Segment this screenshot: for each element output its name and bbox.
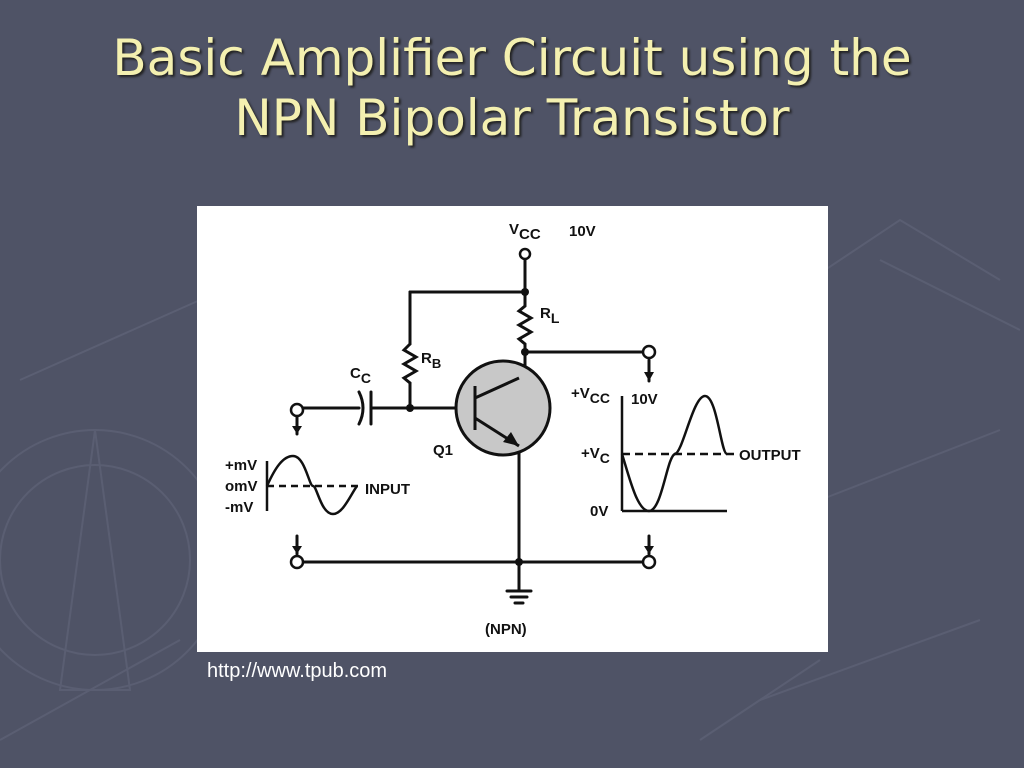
arrow-down-icon [292, 426, 302, 434]
out-vcc-value: 10V [631, 391, 658, 408]
emitter-arrow-icon [503, 432, 519, 446]
rb-label: RB [421, 350, 441, 371]
output-label: OUTPUT [739, 447, 801, 464]
title-line-2: NPN Bipolar Transistor [234, 89, 790, 147]
input-waveform [265, 454, 359, 516]
junction-dot [521, 288, 529, 296]
arrow-down-icon [644, 546, 654, 554]
input-plus-label: +mV [225, 457, 257, 474]
q1-label: Q1 [433, 442, 453, 459]
rl-resistor [516, 290, 534, 356]
input-minus-label: -mV [225, 499, 253, 516]
rb-resistor [401, 342, 419, 385]
out-vcc-label: +VCC [571, 385, 610, 406]
input-terminal [289, 402, 305, 418]
title-line-1: Basic Amplifier Circuit using the [112, 29, 912, 87]
transistor-body [454, 359, 552, 457]
input-ground-terminal [289, 554, 305, 570]
out-vc-label: +VC [581, 445, 610, 466]
arrow-down-icon [292, 546, 302, 554]
transistor-collector [474, 376, 520, 400]
vcc-value: 10V [569, 223, 596, 240]
arrow-down-icon [644, 372, 654, 381]
rl-label: RL [540, 305, 560, 326]
junction-dot [515, 558, 523, 566]
input-label: INPUT [365, 481, 410, 498]
junction-dot [521, 348, 529, 356]
ground-label: (NPN) [485, 621, 527, 638]
capacitor-plate-left [357, 390, 365, 426]
vcc-terminal [518, 247, 532, 261]
junction-dot [406, 404, 414, 412]
slide-title: Basic Amplifier Circuit using the NPN Bi… [0, 28, 1024, 148]
output-terminal [641, 344, 657, 360]
output-ground-terminal [641, 554, 657, 570]
cc-label: CC [350, 365, 371, 386]
amplifier-circuit-diagram: VCC 10V RL RB CC Q1 +mV omV -mV INPUT +V… [197, 206, 828, 652]
out-zero-label: 0V [590, 503, 608, 520]
source-url[interactable]: http://www.tpub.com [207, 660, 388, 682]
vcc-label: VCC [509, 221, 541, 243]
input-zero-label: omV [225, 478, 258, 495]
